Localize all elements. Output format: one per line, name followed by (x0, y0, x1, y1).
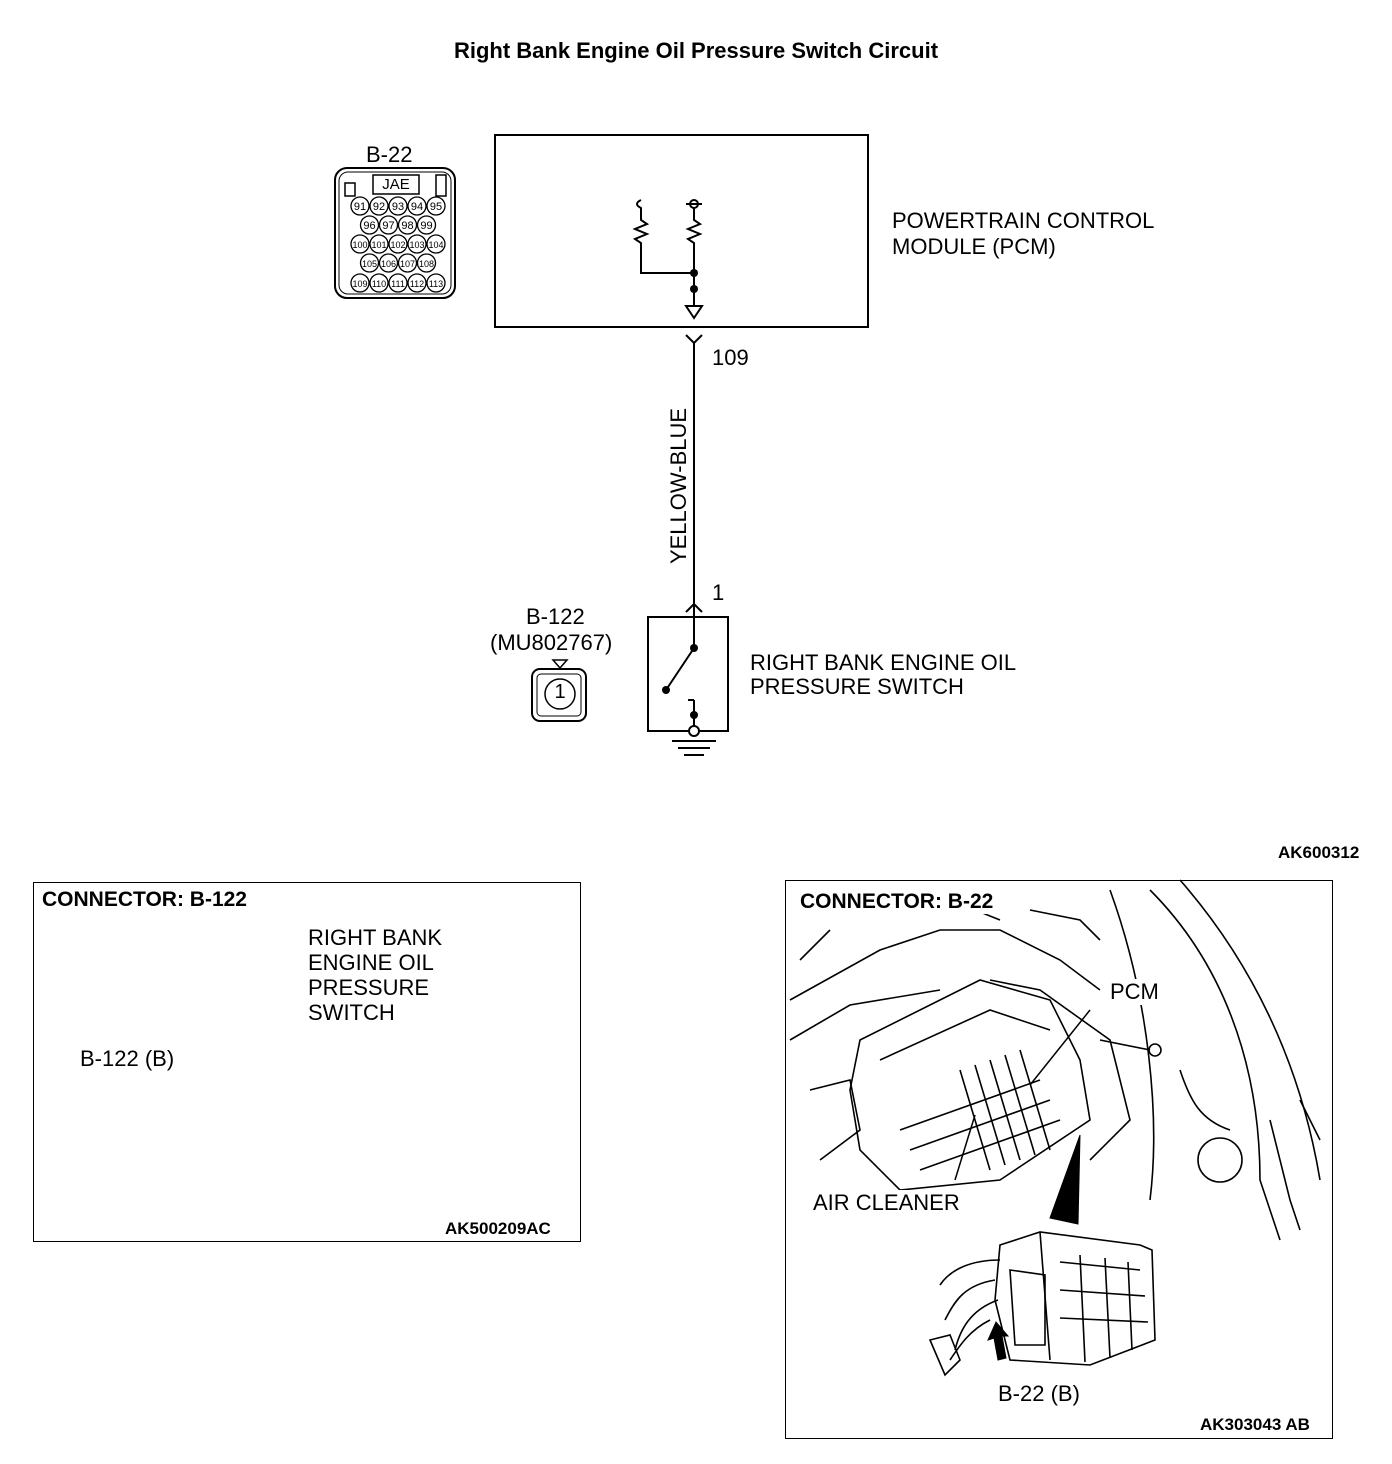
figure-code: AK600312 (1278, 843, 1360, 862)
b22-pin-number: 95 (430, 201, 442, 213)
b22-pin-circle (426, 273, 446, 293)
pcm-name-line2: MODULE (PCM) (892, 234, 1056, 259)
panel-right-header: CONNECTOR: B-22 (800, 890, 994, 914)
b22-pin-circle (416, 215, 437, 235)
b22-pin-circle (350, 273, 370, 293)
b22-pin-circle (388, 273, 408, 293)
b22-pin-circle (359, 253, 380, 273)
ground-symbol (672, 740, 716, 756)
b22-pin-number: 91 (354, 201, 366, 213)
b22-pin-number: 109 (352, 279, 367, 289)
b22-pin-number: 93 (392, 201, 404, 213)
engine-bay-illustration (789, 879, 1321, 1241)
b22-pin-number: 103 (409, 240, 424, 250)
b22-pin-circle (426, 196, 446, 216)
b22-pin-circle (426, 234, 446, 254)
b22-pin-circle (397, 253, 418, 273)
b22-pin-number: 113 (429, 279, 443, 289)
panel-left-code: AK500209AC (445, 1219, 551, 1238)
switch-pin-number: 1 (712, 580, 725, 605)
b22-pin-number: 107 (400, 259, 415, 269)
b22-pin-circle (378, 215, 399, 235)
b22-pin-circle (359, 215, 380, 235)
b22-pin-circle (378, 253, 399, 273)
b22-pin-number: 101 (371, 240, 386, 250)
b22-pin-circle (350, 196, 370, 216)
b22-pin-number: 104 (428, 240, 443, 250)
b22-pin-number: 97 (382, 220, 394, 232)
b22-pin-circle (369, 196, 389, 216)
b22-pin-circle (369, 234, 389, 254)
b22-pin-number: 111 (391, 279, 405, 289)
panel-right-air-cleaner-label: AIR CLEANER (813, 1190, 960, 1216)
wire-color-label: YELLOW-BLUE (666, 407, 691, 565)
b22-pin-circle (407, 273, 427, 293)
panel-right-code: AK303043 AB (1200, 1415, 1310, 1434)
b22-pin-number: 98 (401, 220, 413, 232)
b22-pin-number: 96 (363, 220, 375, 232)
panel-right-pointer-label: B-22 (B) (998, 1381, 1080, 1406)
panel-left-callout-1: RIGHT BANK (308, 925, 443, 951)
b22-pin-circle (397, 215, 418, 235)
b22-pin-circle (388, 196, 408, 216)
pcm-unit-illustration (928, 1231, 1156, 1377)
b22-pin-circle (416, 253, 437, 273)
b22-pin-number: 92 (373, 201, 385, 213)
b22-connector-label: B-22 (366, 142, 413, 167)
connector-b22-panel (785, 880, 1333, 1439)
page-title: Right Bank Engine Oil Pressure Switch Ci… (453, 38, 939, 63)
b22-pin-circle (369, 273, 389, 293)
b22-pin-circle (407, 234, 427, 254)
pcm-name-line1: POWERTRAIN CONTROL (892, 208, 1155, 233)
b122-pin-label: 1 (554, 681, 566, 703)
pcm-box (494, 134, 869, 328)
b22-pin-number: 105 (362, 259, 377, 269)
panel-left-pointer-label: B-122 (B) (80, 1046, 175, 1072)
switch-symbol (665, 612, 695, 726)
b122-connector-face (531, 659, 587, 722)
b22-pin-number: 102 (390, 240, 405, 250)
switch-name-line2: PRESSURE SWITCH (750, 674, 964, 699)
b22-pin-number: 110 (372, 279, 386, 289)
b22-maker-label: JAE (382, 176, 410, 193)
b122-part-number: (MU802767) (490, 630, 613, 655)
b22-pin-number: 108 (419, 259, 434, 269)
switch-name-line1: RIGHT BANK ENGINE OIL (750, 650, 1017, 675)
switch-box (647, 616, 729, 732)
b22-pin-circle (388, 234, 408, 254)
b22-pin-circle (350, 234, 370, 254)
b22-pin-number: 94 (411, 201, 423, 213)
panel-right-pcm-label: PCM (1110, 979, 1159, 1005)
panel-left-header: CONNECTOR: B-122 (42, 888, 247, 911)
panel-left-callout-4: SWITCH (308, 1000, 395, 1026)
panel-left-callout-2: ENGINE OIL (308, 950, 434, 976)
b122-connector-label: B-122 (526, 604, 585, 629)
b22-pin-number: 99 (420, 220, 432, 232)
b22-pin-number: 100 (352, 240, 367, 250)
panel-left-callout-3: PRESSURE (308, 975, 430, 1001)
b22-pin-grid: 91 92 93 94 95 96 97 98 99 100 101 102 103 104 105 106 1… (350, 196, 446, 293)
b22-pin-number: 112 (410, 279, 424, 289)
pcm-internal-circuit (632, 199, 704, 320)
b22-pin-circle (407, 196, 427, 216)
b22-pin-number: 106 (381, 259, 396, 269)
pcm-pin-number: 109 (712, 345, 749, 370)
